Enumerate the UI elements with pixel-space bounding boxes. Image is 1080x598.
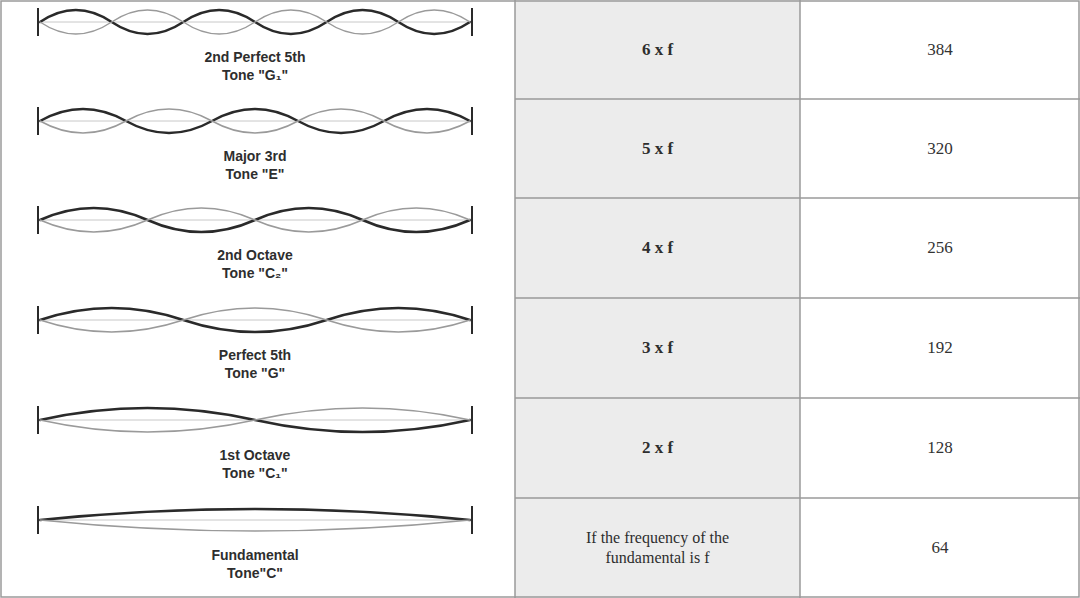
tone-label: Tone"C" xyxy=(40,564,470,582)
table-cell: 6 x f xyxy=(516,0,799,99)
table-note: If the frequency of the fundamental is f xyxy=(558,498,758,598)
string-ends xyxy=(38,8,472,534)
tone-label: Major 3rd xyxy=(40,147,470,165)
tone-label: 1st Octave xyxy=(40,446,470,464)
tone-label: Tone "G" xyxy=(40,364,470,382)
tone-label: Fundamental xyxy=(40,546,470,564)
tone-label: Tone "G₁" xyxy=(40,66,470,84)
cell-ground xyxy=(515,0,800,598)
frequency-value: 320 xyxy=(801,99,1079,198)
table-cell: 5 x f xyxy=(516,99,799,198)
table-cell: 4 x f xyxy=(516,198,799,298)
table-cell: 3 x f xyxy=(516,298,799,398)
frequency-value: 384 xyxy=(801,0,1079,99)
frequency-value: 256 xyxy=(801,198,1079,298)
frequency-value: 128 xyxy=(801,398,1079,498)
tone-label: Tone "C₂" xyxy=(40,264,470,282)
string-waves xyxy=(40,10,470,531)
tone-label: 2nd Perfect 5th xyxy=(40,48,470,66)
table-cell: 2 x f xyxy=(516,398,799,498)
tone-label: Tone "C₁" xyxy=(40,464,470,482)
frequency-value: 192 xyxy=(801,298,1079,398)
tone-label: Perfect 5th xyxy=(40,346,470,364)
tone-label: Tone "E" xyxy=(40,165,470,183)
tone-label: 2nd Octave xyxy=(40,246,470,264)
frequency-value: 64 xyxy=(801,498,1079,598)
